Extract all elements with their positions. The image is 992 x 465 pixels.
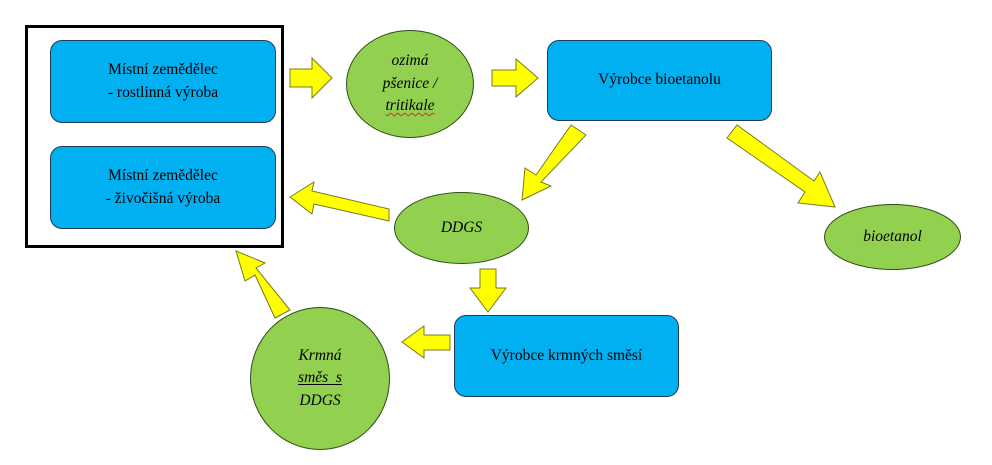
node-feed-mix: Krmná směs s DDGS: [250, 307, 390, 450]
node-farmer-crop-line2: - rostlinná výroba: [107, 83, 219, 101]
arrow-feed-producer-to-feed-mix: [401, 325, 451, 359]
node-bioethanol-producer-label: Výrobce bioetanolu: [598, 71, 721, 89]
node-feed-mix-line1: Krmná: [298, 346, 342, 364]
node-wheat-line3: tritikale: [385, 97, 435, 115]
node-feed-mix-line3: DDGS: [299, 391, 341, 409]
node-farmer-crop-line1: Místní zemědělec: [108, 61, 218, 79]
node-wheat-line1: ozimá: [391, 52, 429, 70]
arrow-wheat-to-producer: [491, 57, 539, 99]
node-farmer-livestock: Místní zemědělec - živočišná výroba: [50, 146, 276, 229]
arrow-ddgs-to-farmer: [289, 180, 390, 222]
node-ddgs-label: DDGS: [440, 218, 483, 236]
node-feed-producer: Výrobce krmných směsí: [454, 315, 679, 397]
node-wheat: ozimá pšenice / tritikale: [346, 30, 474, 138]
node-farmer-crop: Místní zemědělec - rostlinná výroba: [50, 40, 276, 123]
node-bioethanol-label: bioetanol: [863, 227, 922, 245]
arrow-ddgs-to-feed-producer: [469, 268, 507, 313]
node-ddgs: DDGS: [394, 192, 529, 264]
arrow-producer-to-bioethanol: [726, 124, 836, 208]
node-bioethanol: bioetanol: [824, 204, 961, 270]
arrow-producer-to-ddgs: [521, 124, 587, 201]
node-bioethanol-producer: Výrobce bioetanolu: [547, 40, 772, 121]
arrow-feed-mix-to-farmers: [235, 250, 291, 319]
node-farmer-livestock-line2: - živočišná výroba: [105, 189, 221, 207]
node-wheat-line2: pšenice /: [382, 74, 438, 92]
arrow-farmer-to-wheat: [289, 56, 333, 100]
node-feed-mix-line2: směs s: [298, 369, 342, 387]
node-feed-producer-label: Výrobce krmných směsí: [490, 346, 643, 364]
node-farmer-livestock-line1: Místní zemědělec: [108, 167, 218, 185]
